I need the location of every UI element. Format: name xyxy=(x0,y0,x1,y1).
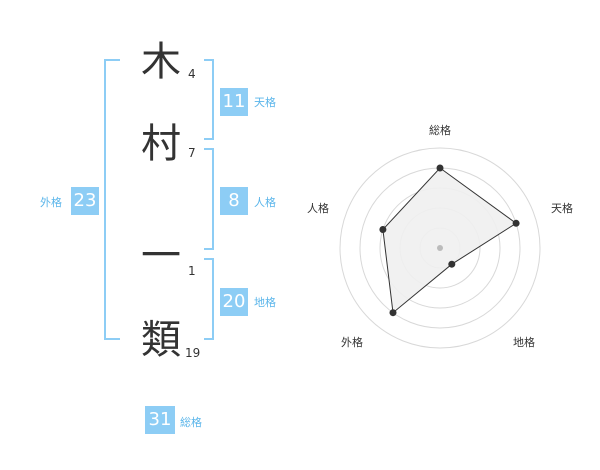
radar-ring-4 xyxy=(359,167,521,329)
chikaku-value: 20 xyxy=(220,288,248,316)
soukaku-label: 総格 xyxy=(180,416,202,429)
name-char-2: 村 xyxy=(141,121,181,167)
radar-ring-1 xyxy=(419,227,461,269)
radar-ring-5 xyxy=(339,147,541,349)
stroke-count-3: 1 xyxy=(188,264,196,278)
bracket-gaikaku xyxy=(104,59,120,340)
radar-axis-label-2: 地格 xyxy=(513,335,535,349)
name-char-4: 類 xyxy=(141,317,181,363)
bracket-chikaku xyxy=(204,258,214,340)
name-char-3: 一 xyxy=(141,233,181,279)
bracket-tenkaku xyxy=(204,59,214,140)
radar-axis-label-0: 総格 xyxy=(429,123,451,137)
radar-point-0 xyxy=(436,164,444,172)
radar-point-3 xyxy=(389,309,397,317)
jinkaku-label: 人格 xyxy=(254,196,276,209)
radar-ring-2 xyxy=(399,207,481,289)
tenkaku-label: 天格 xyxy=(254,96,276,109)
gaikaku-label: 外格 xyxy=(40,196,62,209)
tenkaku-value: 11 xyxy=(220,88,248,116)
stroke-count-1: 4 xyxy=(188,67,196,81)
jinkaku-value: 8 xyxy=(220,187,248,215)
name-char-1: 木 xyxy=(141,39,181,85)
radar-ring-3 xyxy=(379,187,501,309)
radar-axis-label-3: 外格 xyxy=(341,335,363,349)
radar-center xyxy=(437,245,443,251)
gaikaku-value: 23 xyxy=(71,187,99,215)
radar-point-1 xyxy=(512,219,520,227)
radar-point-4 xyxy=(379,226,387,233)
radar-polygon xyxy=(382,167,517,314)
soukaku-value: 31 xyxy=(145,406,175,434)
radar-axis-label-4: 人格 xyxy=(307,201,329,215)
bracket-jinkaku xyxy=(204,148,214,250)
radar-point-2 xyxy=(448,260,456,268)
stroke-count-2: 7 xyxy=(188,146,196,160)
stroke-count-4: 19 xyxy=(185,346,201,360)
chikaku-label: 地格 xyxy=(254,296,276,309)
radar-axis-label-1: 天格 xyxy=(551,201,573,215)
